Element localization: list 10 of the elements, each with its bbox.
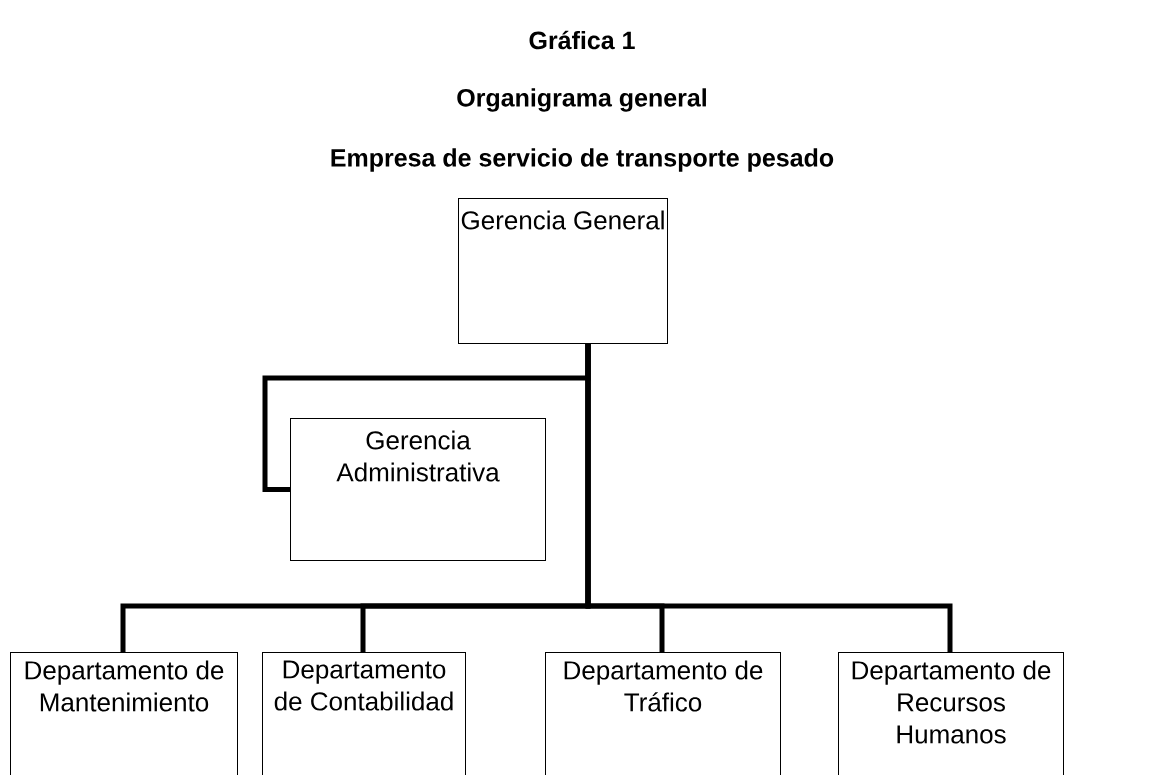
title: Gráfica 1 [529,30,635,50]
org-box: Gerencia Administrativa [290,418,546,561]
org-box: Gerencia General [458,198,668,344]
org-box: Departamento de Tráfico [545,652,781,775]
org-box: Departamento de Recursos Humanos [838,652,1064,775]
subtitle: Organigrama general [457,88,706,112]
org-box: Departamento de Contabilidad [262,652,466,775]
subtitle: Empresa de servicio de transporte pesado [331,148,834,172]
org-box: Departamento de Mantenimiento [10,652,238,775]
connector-line [585,343,953,652]
